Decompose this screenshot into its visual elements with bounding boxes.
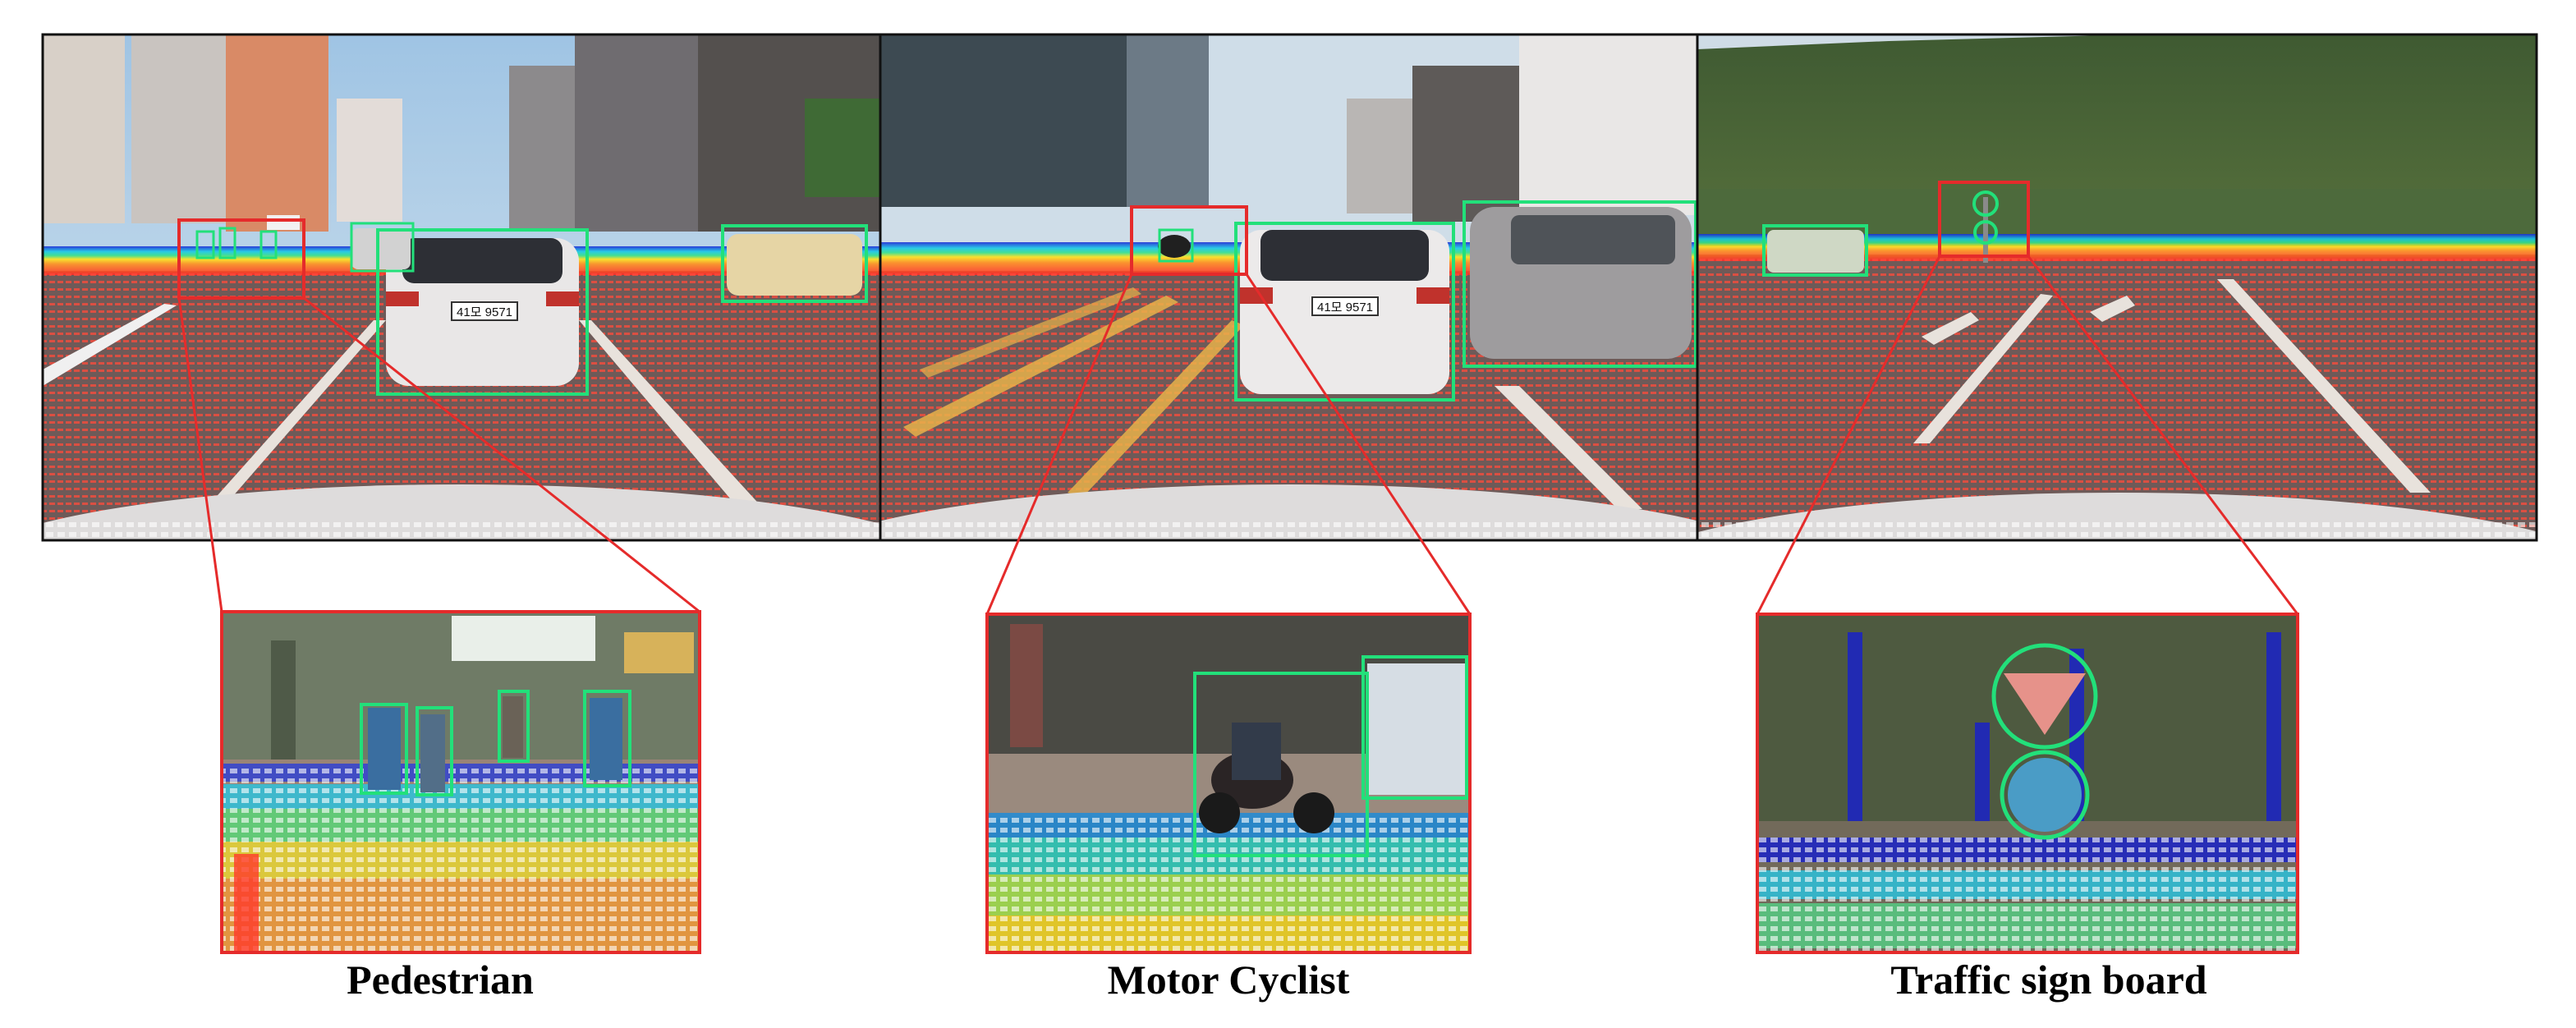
caption-motor-cyclist: Motor Cyclist: [1107, 957, 1350, 1003]
detection-box-motorcyclist: [1158, 228, 1194, 263]
detection-box-motorcyclist-zoom: [1193, 672, 1369, 857]
zoom-source-box-pedestrian: [177, 218, 305, 300]
zoom-inset-pedestrian: [220, 610, 701, 954]
license-plate-2: 41모 9571: [1317, 301, 1373, 314]
detection-box-car-left: [350, 222, 415, 273]
detection-ellipse-sign-top: [1991, 643, 2098, 750]
detection-box-car-zoom: [1361, 655, 1468, 800]
detection-ellipse-sign-bottom: [2000, 750, 2090, 840]
caption-pedestrian: Pedestrian: [347, 957, 534, 1003]
zoom-connectors: [177, 255, 2299, 615]
scene-panel-3: [1697, 34, 2537, 540]
zoom-source-box-sign: [1938, 181, 2030, 258]
scene-panel-2: 41모 9571: [880, 34, 1697, 540]
detection-box-taxi: [721, 224, 868, 303]
detection-box-pedestrian-3: [498, 690, 530, 763]
detection-box-car-2: [1234, 222, 1455, 402]
caption-traffic-sign-board: Traffic sign board: [1890, 957, 2207, 1003]
zoom-inset-motorcyclist: [985, 613, 1472, 954]
detection-box-pedestrian-2: [416, 706, 453, 796]
zoom-source-box-motorcyclist: [1130, 205, 1248, 276]
detection-box-pedestrian-4: [583, 690, 631, 787]
detection-box-vehicle-3: [1762, 224, 1868, 277]
scene-panel-1: 41모 9571: [43, 34, 880, 540]
detection-box-car: [376, 228, 589, 396]
detection-box-minivan: [1462, 200, 1697, 368]
license-plate-1: 41모 9571: [457, 305, 512, 319]
detection-box-pedestrian-1: [360, 703, 408, 795]
zoom-inset-traffic-sign: [1756, 613, 2299, 954]
